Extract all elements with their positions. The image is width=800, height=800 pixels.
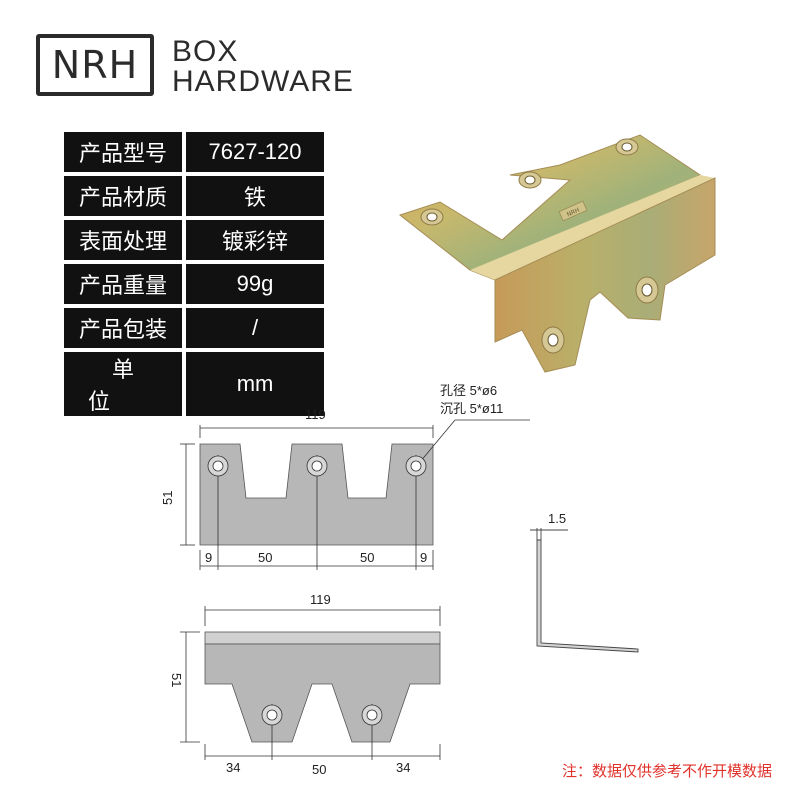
bottom-flange-strip [204,631,441,645]
spec-value: 7627-120 [186,132,325,172]
spec-label: 产品包装 [64,308,183,348]
spec-table: 产品型号 7627-120 产品材质 铁 表面处理 镀彩锌 产品重量 99g 产… [60,128,328,420]
spec-row-finish: 表面处理 镀彩锌 [64,220,325,260]
side-profile-outline [536,539,639,653]
bracket-front-face [494,177,716,373]
side-profile-drawing [530,528,639,653]
disclaimer-note: 注：数据仅供参考不作开模数据 [561,762,772,780]
spec-label: 产品型号 [64,132,183,172]
bracket-bend-edge [470,175,715,280]
countersunk-holes [420,138,659,354]
top-plate-outline [199,443,434,546]
brand-logo: NRH [36,34,154,96]
hole-icon [212,460,224,472]
spec-value: / [186,308,325,348]
spec-value: 99g [186,264,325,304]
spec-label: 产品重量 [64,264,183,304]
spec-row-model: 产品型号 7627-120 [64,132,325,172]
top-height-label: 51 [160,491,175,505]
hole-icon [641,283,653,297]
hole-note-countersink: 沉孔 5*ø11 [440,401,503,416]
bottom-dim-right: 34 [396,760,410,775]
spec-row-unit: 单位 mm [64,352,325,416]
product-stamp-plate [558,200,588,222]
thickness-label: 1.5 [548,511,566,526]
brand-line-2: HARDWARE [172,65,354,98]
bottom-view-drawing [180,606,441,760]
top-width-label: 119 [305,407,326,422]
spec-label: 产品材质 [64,176,183,216]
hole-icon [621,142,633,152]
hole-icon [311,460,323,472]
top-view-drawing [180,419,530,570]
spec-value: 镀彩锌 [186,220,325,260]
hole-icon [426,212,438,222]
top-dim-right: 9 [420,550,427,565]
bottom-dim-mid: 50 [312,762,326,777]
top-dim-mid-right: 50 [360,550,374,565]
bottom-dim-left: 34 [226,760,240,775]
spec-row-material: 产品材质 铁 [64,176,325,216]
spec-row-weight: 产品重量 99g [64,264,325,304]
bottom-holes [261,704,383,726]
bottom-width-label: 119 [310,592,331,607]
top-dim-left: 9 [205,550,212,565]
product-stamp: NRH [566,207,581,219]
spec-label: 表面处理 [64,220,183,260]
hole-icon [266,709,278,721]
spec-value: mm [186,352,325,416]
bottom-plate-outline [204,643,441,743]
brand-line-1: BOX [172,35,239,68]
top-holes [207,455,427,477]
hole-icon [524,175,536,185]
hole-icon [547,333,559,347]
logo-text: NRH [51,43,139,87]
bottom-height-label: 51 [169,673,184,687]
spec-row-packaging: 产品包装 / [64,308,325,348]
top-dim-mid-left: 50 [258,550,272,565]
product-image: NRH [398,134,716,373]
hole-note-diameter: 孔径 5*ø6 [440,383,497,398]
spec-value: 铁 [186,176,325,216]
hole-icon [410,460,422,472]
hole-icon [366,709,378,721]
spec-label: 单位 [64,352,183,416]
